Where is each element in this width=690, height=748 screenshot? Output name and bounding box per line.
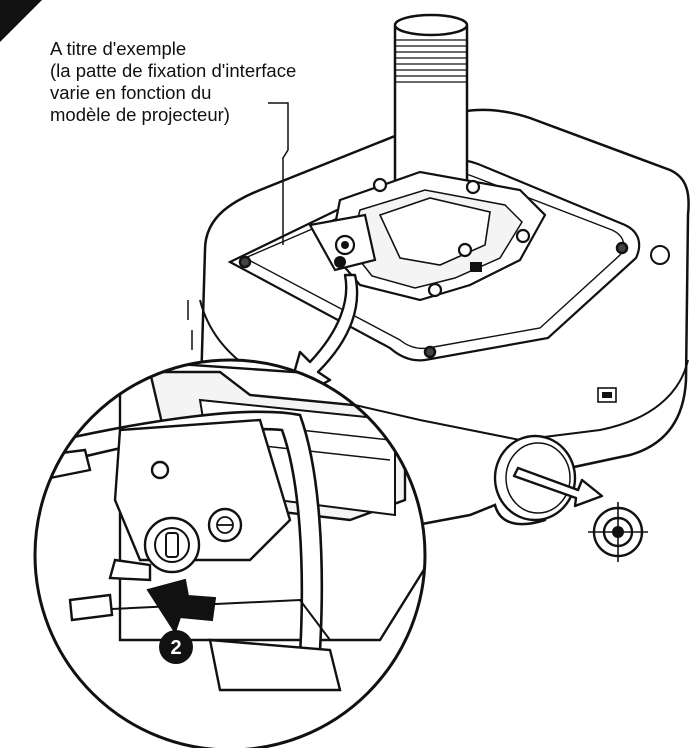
interface-bracket xyxy=(308,170,547,302)
zoom-detail xyxy=(33,358,427,748)
caption-line: (la patte de fixation d'interface xyxy=(50,60,297,81)
corner-marker-icon xyxy=(0,0,42,42)
leader-line xyxy=(268,102,289,245)
caption-line: varie en fonction du xyxy=(50,82,212,103)
push-arrow-icon xyxy=(146,578,217,635)
caption-line: modèle de projecteur) xyxy=(50,104,230,125)
step-number: 2 xyxy=(170,637,181,659)
arrow-icon xyxy=(512,466,604,508)
caption-line: A titre d'exemple xyxy=(50,38,187,59)
step-badge-icon: 2 xyxy=(159,630,193,664)
extension-pipe xyxy=(393,13,469,207)
caption: A titre d'exemple (la patte de fixation … xyxy=(50,38,380,126)
target-icon xyxy=(588,502,648,562)
